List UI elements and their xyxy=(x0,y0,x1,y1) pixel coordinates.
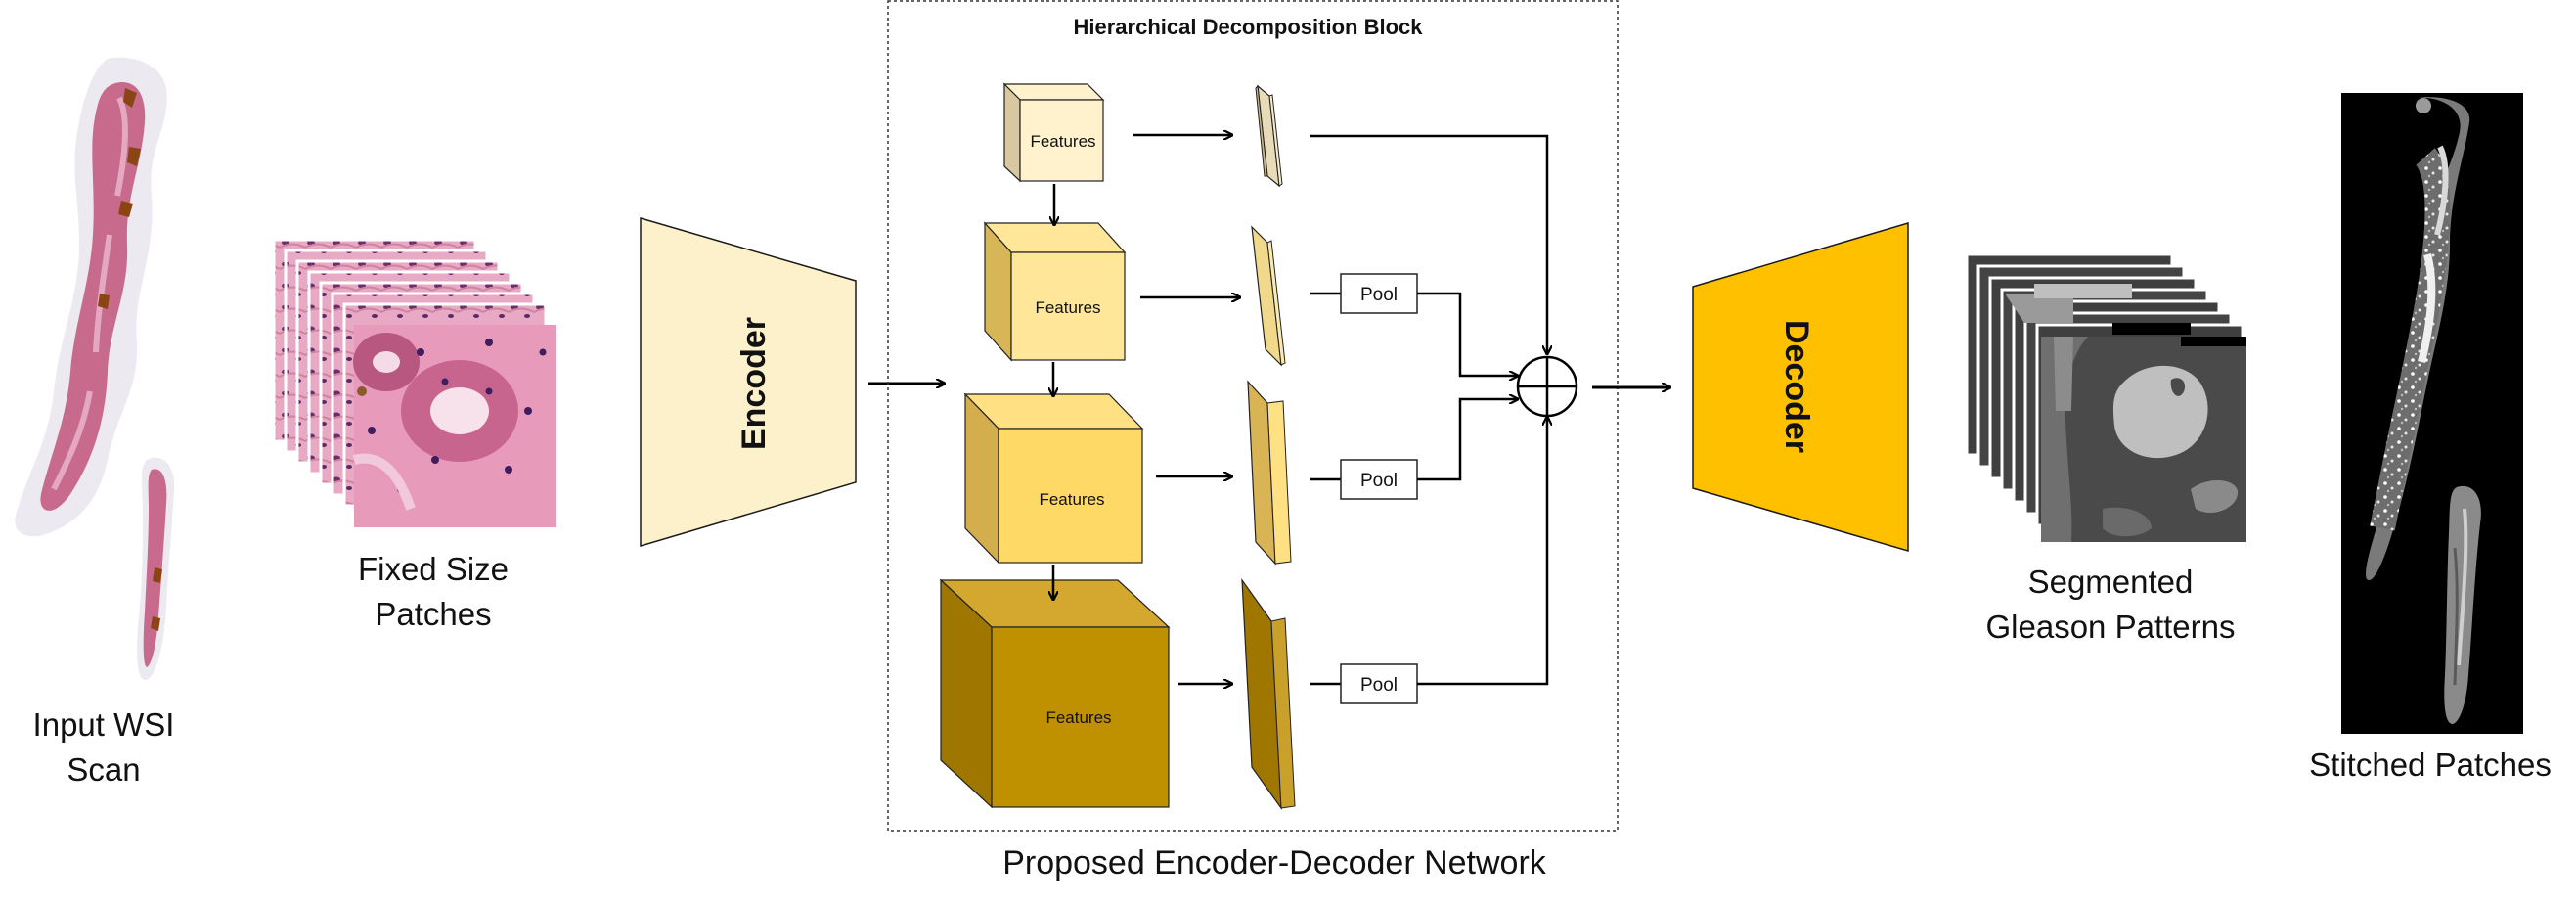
feature-slab-4 xyxy=(1241,577,1296,811)
feature-label-4: Features xyxy=(1045,708,1111,727)
pool-box-2 xyxy=(1340,459,1418,500)
encoder-label: Encoder xyxy=(735,317,773,450)
patches-label-line2: Patches xyxy=(375,596,491,632)
segmented-label-line2: Gleason Patterns xyxy=(1986,609,2236,645)
feature-cube-2 xyxy=(983,221,1127,362)
pool-label-3: Pool xyxy=(1360,675,1398,696)
connector-slab1-to-sum xyxy=(1310,134,1547,354)
feature-label-3: Features xyxy=(1039,490,1104,509)
feature-slab-1 xyxy=(1255,84,1283,188)
block-title: Hierarchical Decomposition Block xyxy=(1074,15,1424,39)
feature-cube-1 xyxy=(1002,82,1105,183)
feature-slab-2 xyxy=(1251,225,1286,367)
input-label-line2: Scan xyxy=(67,751,140,788)
feature-cube-3 xyxy=(963,392,1144,565)
input-label-line1: Input WSI xyxy=(33,706,175,743)
patches-label-line1: Fixed Size xyxy=(358,551,509,587)
segmentation-mask-stack-image xyxy=(1965,252,2246,542)
decoder-block xyxy=(1692,221,1909,552)
pool-label-2: Pool xyxy=(1360,471,1398,491)
circle-plus-icon xyxy=(1516,355,1578,418)
encoder-block xyxy=(640,217,857,548)
connector-pool2-to-sum xyxy=(1417,399,1518,481)
feature-label-2: Features xyxy=(1035,298,1100,317)
pool-label-1: Pool xyxy=(1360,285,1398,305)
decomposition-block-frame xyxy=(887,0,1619,832)
stitched-label: Stitched Patches xyxy=(2309,747,2552,783)
feature-slab-3 xyxy=(1247,380,1292,566)
patch-stack-image xyxy=(272,238,556,527)
connector-pool1-to-sum xyxy=(1417,292,1518,376)
feature-label-1: Features xyxy=(1030,132,1095,151)
pool-box-1 xyxy=(1340,273,1418,314)
decoder-label: Decoder xyxy=(1778,320,1815,453)
network-caption: Proposed Encoder-Decoder Network xyxy=(1002,844,1547,882)
feature-cube-4 xyxy=(939,578,1171,809)
stitched-output-image xyxy=(2341,93,2523,734)
segmented-label-line1: Segmented xyxy=(2028,564,2194,600)
input-wsi-image xyxy=(15,57,175,681)
connector-pool3-to-sum xyxy=(1417,417,1547,686)
